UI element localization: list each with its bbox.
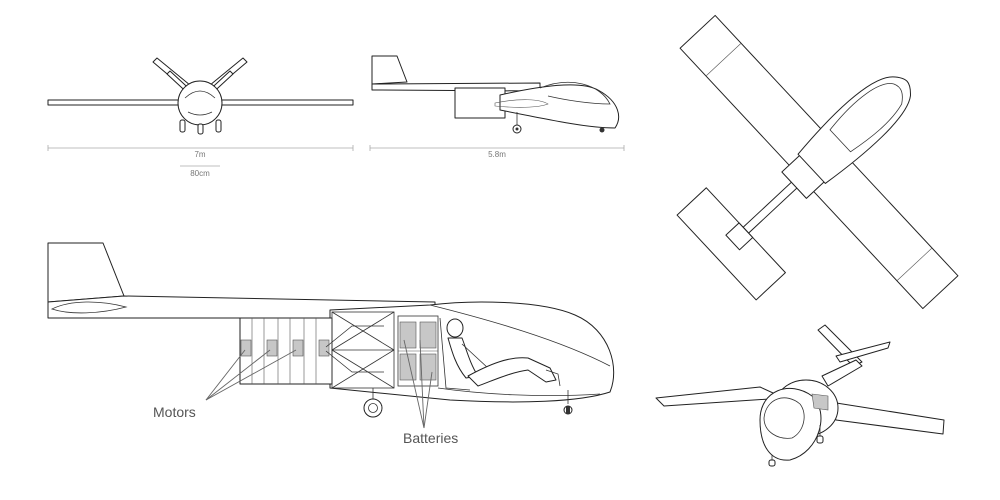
perspective-right-wing xyxy=(829,401,945,435)
motor-4 xyxy=(318,339,330,357)
battery-1 xyxy=(399,321,417,349)
side-small-fuselage xyxy=(499,84,619,129)
length-label: 5.8m xyxy=(488,150,506,159)
cutaway-fuselage xyxy=(329,301,615,403)
battery-4 xyxy=(419,353,437,381)
wingspan-label: 7m xyxy=(194,150,205,159)
motor-2 xyxy=(266,339,278,357)
perspective-fuselage xyxy=(759,387,822,461)
pilot-seat xyxy=(439,317,471,391)
motors-leader-2 xyxy=(205,349,271,401)
perspective-view xyxy=(655,324,945,467)
perspective-canopy xyxy=(763,397,805,439)
cutaway-tail-fin xyxy=(47,242,125,303)
motor-3 xyxy=(292,339,304,357)
battery-2 xyxy=(419,321,437,349)
front-left-gear xyxy=(179,119,186,133)
side-small-motor-pod xyxy=(454,87,506,119)
perspective-nose-gear xyxy=(768,459,776,467)
batteries-leader-2 xyxy=(419,339,425,429)
cutaway-horizontal-tail xyxy=(50,301,128,314)
side-view-small: 5.8m xyxy=(369,55,625,159)
motors-leader-1 xyxy=(205,349,246,401)
batteries-label: Batteries xyxy=(403,430,458,446)
front-fuselage xyxy=(177,80,223,126)
fuselage-width-label: 80cm xyxy=(190,169,210,178)
batteries-leader-3 xyxy=(423,371,433,429)
front-right-wing xyxy=(217,99,354,106)
side-small-nose-wheel xyxy=(599,127,605,133)
perspective-horizontal-tail xyxy=(835,341,891,363)
top-canopy xyxy=(829,83,903,153)
front-view: 7m 80cm xyxy=(47,57,354,178)
perspective-main-gear xyxy=(816,435,824,444)
pilot-figure xyxy=(446,318,561,387)
motor-stack xyxy=(239,317,333,385)
top-fuselage xyxy=(797,76,911,184)
motors-label: Motors xyxy=(153,404,196,420)
cutaway-side-view: Motors Batteries xyxy=(47,242,615,446)
cutaway-main-wheel xyxy=(363,398,383,418)
batteries-leader-1 xyxy=(403,339,425,429)
side-small-canopy xyxy=(539,81,611,105)
front-nose-gear xyxy=(197,123,204,135)
front-right-gear xyxy=(215,119,222,133)
top-view xyxy=(676,14,959,310)
motor-1 xyxy=(240,339,252,357)
motors-leader-3 xyxy=(205,349,297,401)
side-small-tail-fin xyxy=(371,55,408,85)
front-left-wing xyxy=(47,99,183,106)
